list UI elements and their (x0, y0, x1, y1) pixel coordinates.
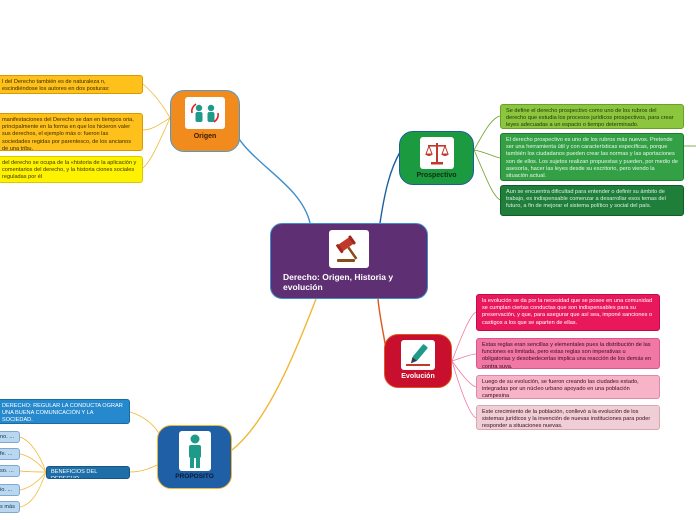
proposito-label: PROPOSITO (175, 473, 214, 480)
prospectivo-icon-tile (419, 137, 454, 169)
evolucion-note-3[interactable]: Luego de su evolución, se fueron creando… (476, 375, 660, 399)
origen-icon-tile (185, 97, 225, 129)
origen-label: Origen (193, 133, 217, 140)
origen-note-3[interactable]: del derecho se ocupa de la «historia de … (0, 156, 143, 183)
origen-note-1[interactable]: l del Derecho también es de naturaleza n… (0, 75, 143, 94)
prospectivo-note-3-text: Aun se encuentra dificultad para entende… (506, 189, 666, 210)
pen-icon (406, 344, 430, 366)
topic-proposito[interactable]: PROPOSITO (157, 425, 232, 489)
origen-note-3-text: del derecho se ocupa de la «historia de … (2, 160, 137, 181)
topic-evolucion[interactable]: Evolución (384, 334, 452, 388)
prospectivo-label: Prospectivo (416, 172, 457, 179)
evolucion-icon-tile (401, 340, 435, 370)
prospectivo-note-2[interactable]: El derecho prospectivo es uno de los rub… (500, 133, 684, 181)
origen-note-2-text: manifestaciones del Derecho se dan en ti… (2, 117, 134, 151)
evolucion-note-1[interactable]: la evolución se da por la necesidad que … (476, 294, 660, 331)
topic-origen[interactable]: Origen (170, 90, 240, 152)
topic-prospectivo[interactable]: Prospectivo (399, 131, 474, 185)
central-icon-tile (329, 230, 369, 268)
prospectivo-note-2-text: El derecho prospectivo es uno de los rub… (506, 137, 678, 180)
beneficio-item-2[interactable]: fe. ... (0, 448, 20, 460)
beneficio-item-5[interactable]: s más (0, 501, 20, 513)
beneficio-item-4-text: io. ... (0, 487, 13, 493)
beneficio-item-3[interactable]: so. ... (0, 465, 20, 477)
proposito-icon-tile (178, 431, 211, 471)
evolucion-note-4-text: Este crecimiento de la población, conlle… (482, 409, 651, 430)
proposito-note-text: DERECHO: REGULAR LA CONDUCTA OGRAR UNA B… (2, 403, 123, 424)
central-topic[interactable]: Derecho: Origen, Historia y evolución (270, 223, 428, 299)
beneficio-item-3-text: so. ... (0, 468, 14, 474)
scales-icon (424, 143, 449, 165)
beneficios-label: BENEFICIOS DEL DERECHO (51, 469, 98, 478)
evolucion-note-2-text: Estas reglas eran sencillas y elementale… (482, 342, 652, 369)
evolucion-note-2[interactable]: Estas reglas eran sencillas y elementale… (476, 338, 660, 369)
proposito-note[interactable]: DERECHO: REGULAR LA CONDUCTA OGRAR UNA B… (0, 399, 130, 424)
prospectivo-note-1[interactable]: Se define el derecho prospectivo como un… (500, 104, 684, 129)
beneficio-item-1-text: no. ... (0, 434, 14, 440)
prospectivo-note-3[interactable]: Aun se encuentra dificultad para entende… (500, 185, 684, 216)
beneficio-item-2-text: fe. ... (0, 451, 13, 457)
central-title: Derecho: Origen, Historia y evolución (283, 272, 394, 292)
origen-note-2[interactable]: manifestaciones del Derecho se dan en ti… (0, 113, 143, 151)
evolucion-label: Evolución (401, 373, 435, 380)
evolucion-note-3-text: Luego de su evolución, se fueron creando… (482, 379, 639, 399)
beneficios-node[interactable]: BENEFICIOS DEL DERECHO (46, 466, 130, 479)
beneficio-item-5-text: s más (0, 504, 15, 510)
origen-note-1-text: l del Derecho también es de naturaleza n… (2, 79, 110, 93)
prospectivo-note-1-text: Se define el derecho prospectivo como un… (506, 108, 674, 129)
people-icon (191, 103, 219, 123)
evolucion-note-4[interactable]: Este crecimiento de la población, conlle… (476, 405, 660, 430)
beneficio-item-1[interactable]: no. ... (0, 431, 20, 443)
person-icon (188, 434, 201, 468)
gavel-icon (336, 235, 358, 262)
beneficio-item-4[interactable]: io. ... (0, 484, 20, 496)
evolucion-note-1-text: la evolución se da por la necesidad que … (482, 298, 653, 326)
